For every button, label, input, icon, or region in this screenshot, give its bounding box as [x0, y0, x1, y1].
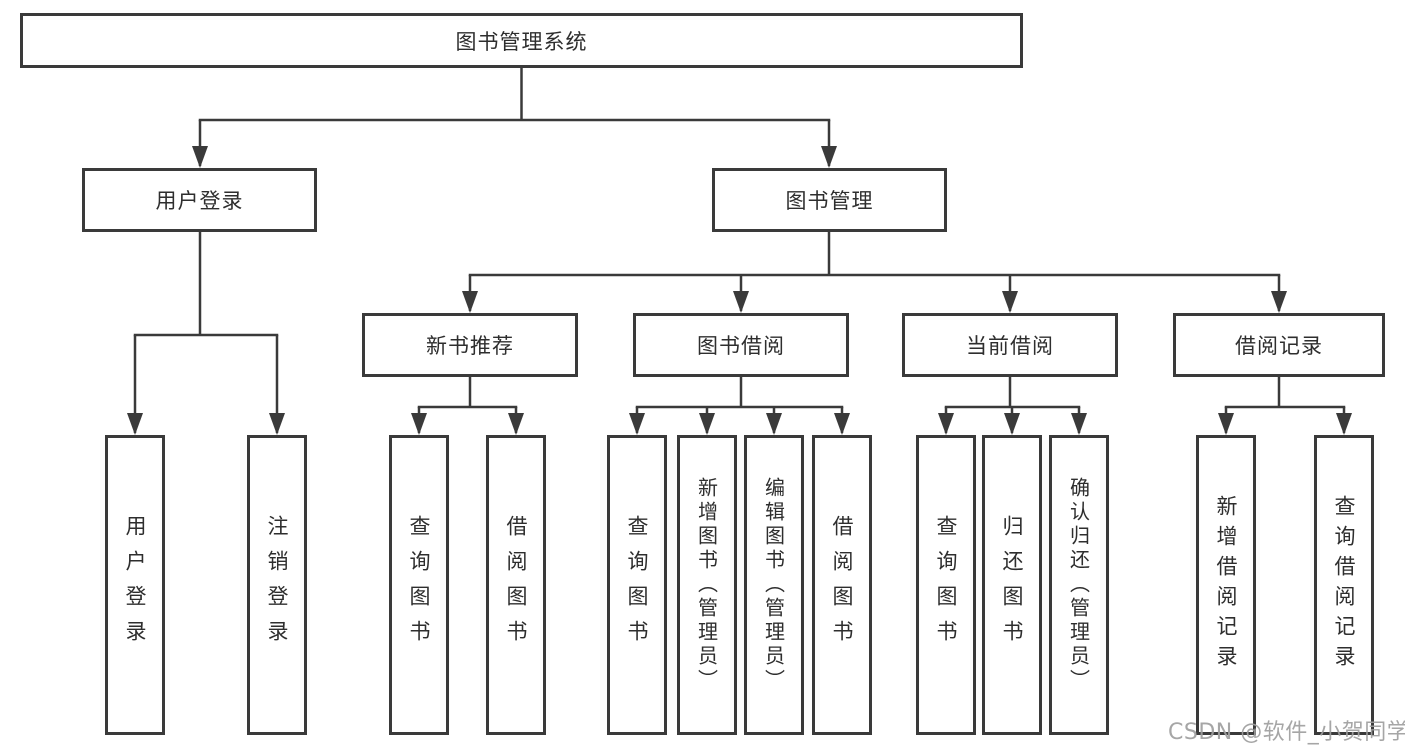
node-book-borrowing: 图书借阅	[633, 313, 849, 377]
leaf-confirm-return-admin: 确认归还（管理员）	[1049, 435, 1109, 735]
node-library-system-root: 图书管理系统	[20, 13, 1023, 68]
leaf-user-login: 用户登录	[105, 435, 165, 735]
node-user-login: 用户登录	[82, 168, 317, 232]
node-new-book-recommend: 新书推荐	[362, 313, 578, 377]
leaf-return-books: 归还图书	[982, 435, 1042, 735]
leaf-query-books: 查询图书	[607, 435, 667, 735]
leaf-add-borrow-record: 新增借阅记录	[1196, 435, 1256, 735]
node-current-borrowing: 当前借阅	[902, 313, 1118, 377]
leaf-query-books: 查询图书	[389, 435, 449, 735]
leaf-edit-book-admin: 编辑图书（管理员）	[744, 435, 804, 735]
leaf-add-book-admin: 新增图书（管理员）	[677, 435, 737, 735]
node-book-management: 图书管理	[712, 168, 947, 232]
csdn-watermark: CSDN @软件_小贺同学	[1168, 720, 1405, 745]
leaf-logout: 注销登录	[247, 435, 307, 735]
leaf-borrow-books: 借阅图书	[486, 435, 546, 735]
node-borrowing-records: 借阅记录	[1173, 313, 1385, 377]
leaf-query-borrow-record: 查询借阅记录	[1314, 435, 1374, 735]
leaf-borrow-books: 借阅图书	[812, 435, 872, 735]
leaf-query-books: 查询图书	[916, 435, 976, 735]
